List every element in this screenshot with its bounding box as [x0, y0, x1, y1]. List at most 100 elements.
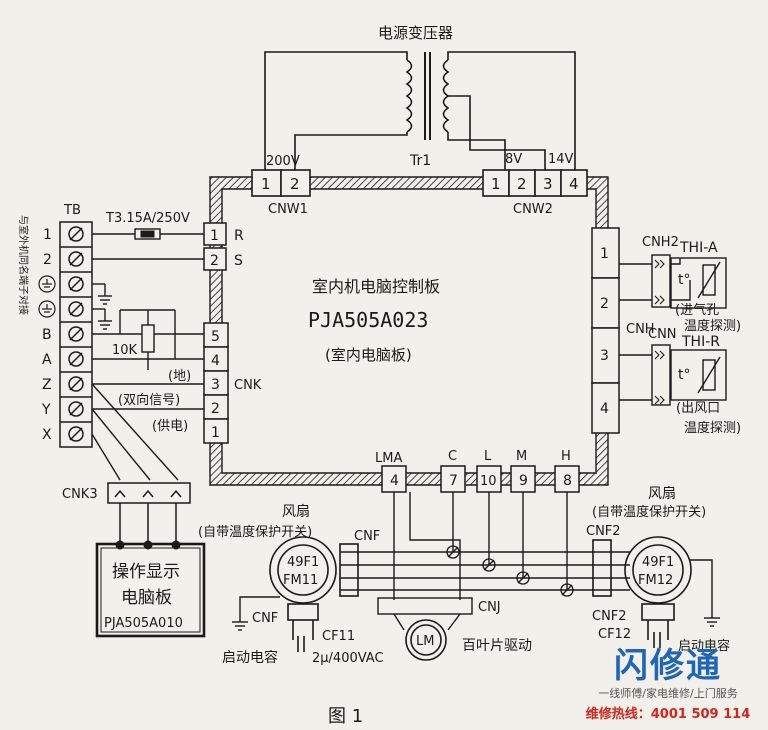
fan-right-cnf2: CNF2: [586, 524, 621, 539]
h-label: H: [561, 449, 571, 464]
resistor-icon: [141, 324, 155, 353]
fan-left-cap-rating: 2μ/400VAC: [312, 651, 384, 666]
display-board-frame: [95, 540, 206, 638]
cnw1-pin-1: 1: [261, 175, 271, 193]
cnk-pin-5: 5: [211, 329, 220, 345]
inlet-note-2: 温度探测): [684, 318, 741, 334]
tb-row-b: B: [42, 327, 52, 343]
cnw2-pin-1: 1: [491, 175, 501, 193]
fan-left-title: 风扇: [282, 504, 310, 520]
cnw1-pin-2: 2: [290, 175, 300, 193]
connector-cnh: [591, 227, 620, 434]
bottom-connectors: [381, 465, 580, 493]
fan-left-cnf: CNF: [354, 529, 380, 544]
terminal-block: [59, 221, 93, 448]
fan-right-note: (自带温度保护开关): [592, 504, 706, 520]
m-pin: 9: [519, 473, 528, 489]
fan-right-model-2: FM12: [638, 573, 673, 588]
tb-side-text: 与室外机同名端子对接: [17, 215, 30, 315]
cnh-label: CNH: [626, 322, 655, 337]
fuse-icon: [134, 228, 161, 240]
brand-tagline: 一线师傅/家电维修/上门服务: [598, 687, 738, 700]
cnw2-pin-3: 3: [543, 175, 553, 193]
brand-logo: 闪修通: [614, 646, 722, 686]
cnw2-pin-4: 4: [569, 175, 579, 193]
cnh-pin-1: 1: [600, 246, 609, 262]
figure-caption: 图 1: [328, 706, 363, 727]
fan-left-model-1: 49F1: [287, 555, 319, 570]
sensor-r-temp: t°: [678, 367, 691, 383]
fan-right-cap-label: 启动电容: [678, 638, 730, 654]
cnk-pin-1: 1: [211, 425, 220, 441]
connector-cnw2: [482, 169, 588, 197]
display-board-line-2: 电脑板: [121, 588, 172, 608]
board-note: (室内电脑板): [325, 346, 412, 364]
cnk3-label: CNK3: [62, 487, 98, 502]
resistor-label: 10K: [112, 343, 138, 358]
fan-motor-left: [269, 536, 359, 652]
tb-row-z: Z: [42, 377, 52, 393]
sensor-tha-label: THI-A: [679, 240, 718, 256]
cnk-pin-3: 3: [211, 377, 220, 393]
louver-label: 百叶片驱动: [462, 638, 532, 654]
rs-r: R: [234, 228, 244, 244]
rs-s: S: [234, 253, 243, 269]
cnk-bidir-note: (双向信号): [118, 392, 180, 408]
voltage-200v: 200V: [266, 154, 300, 169]
display-board-line-1: 操作显示: [112, 562, 180, 582]
fan-right-model-1: 49F1: [642, 555, 674, 570]
fan-right-cap: CF12: [598, 627, 631, 642]
sensor-wiring: [619, 254, 727, 406]
power-transformer: [264, 51, 576, 172]
voltage-14v: 14V: [548, 152, 574, 167]
inlet-note-1: (进气孔: [675, 302, 719, 318]
cnk-label: CNK: [234, 378, 262, 393]
tb-row-x: X: [42, 427, 52, 443]
cnk-pin-4: 4: [211, 353, 220, 369]
lma-pin: 4: [390, 473, 399, 489]
cnh-pin-2: 2: [600, 296, 609, 312]
fuse-rating: T3.15A/250V: [105, 211, 190, 226]
connector-cnk: [203, 322, 229, 444]
cnn-label: CNN: [648, 327, 677, 342]
c-pin: 7: [449, 473, 458, 489]
cnw1-label: CNW1: [268, 202, 308, 217]
fan-left-model-2: FM11: [283, 573, 318, 588]
outlet-note-2: 温度探测): [684, 420, 741, 436]
transformer-title: 电源变压器: [378, 24, 453, 42]
tb-label: TB: [63, 203, 81, 218]
lma-label: LMA: [375, 451, 402, 466]
rs-pin-1: 1: [210, 228, 219, 244]
louver-cnj: CNJ: [478, 600, 501, 615]
h-pin: 8: [563, 473, 572, 489]
cnh2-label: CNH2: [642, 235, 679, 250]
tb-row-a: A: [42, 352, 52, 368]
l-label: L: [484, 449, 492, 464]
fan-wiring: [232, 492, 720, 631]
tb-row-2: 2: [43, 252, 52, 268]
cnk-ground-note: (地): [168, 369, 191, 384]
m-label: M: [516, 449, 527, 464]
tb-wiring: [91, 233, 205, 481]
fan-left-note: (自带温度保护开关): [198, 524, 312, 540]
fan-left-cap: CF11: [322, 629, 355, 644]
cnh-pin-3: 3: [600, 348, 609, 364]
cnh-pin-4: 4: [600, 401, 609, 417]
rs-pin-2: 2: [210, 253, 219, 269]
voltage-8v: 8V: [505, 152, 522, 167]
connector-cnw1: [251, 169, 311, 197]
fan-right-title: 风扇: [648, 486, 676, 502]
c-label: C: [448, 449, 457, 464]
cnk-pin-2: 2: [211, 401, 220, 417]
connector-rs: [203, 222, 227, 271]
transformer-label: Tr1: [409, 153, 431, 169]
fan-right-cnf2-b: CNF2: [592, 609, 627, 624]
sensor-a-temp: t°: [678, 272, 691, 288]
board-title: 室内机电脑控制板: [312, 277, 440, 296]
louver-motor: [405, 619, 447, 661]
board-model: PJA505A023: [308, 308, 428, 332]
cnw2-pin-2: 2: [517, 175, 527, 193]
connector-arrow-icon: [654, 259, 665, 405]
l-pin: 10: [480, 474, 497, 489]
